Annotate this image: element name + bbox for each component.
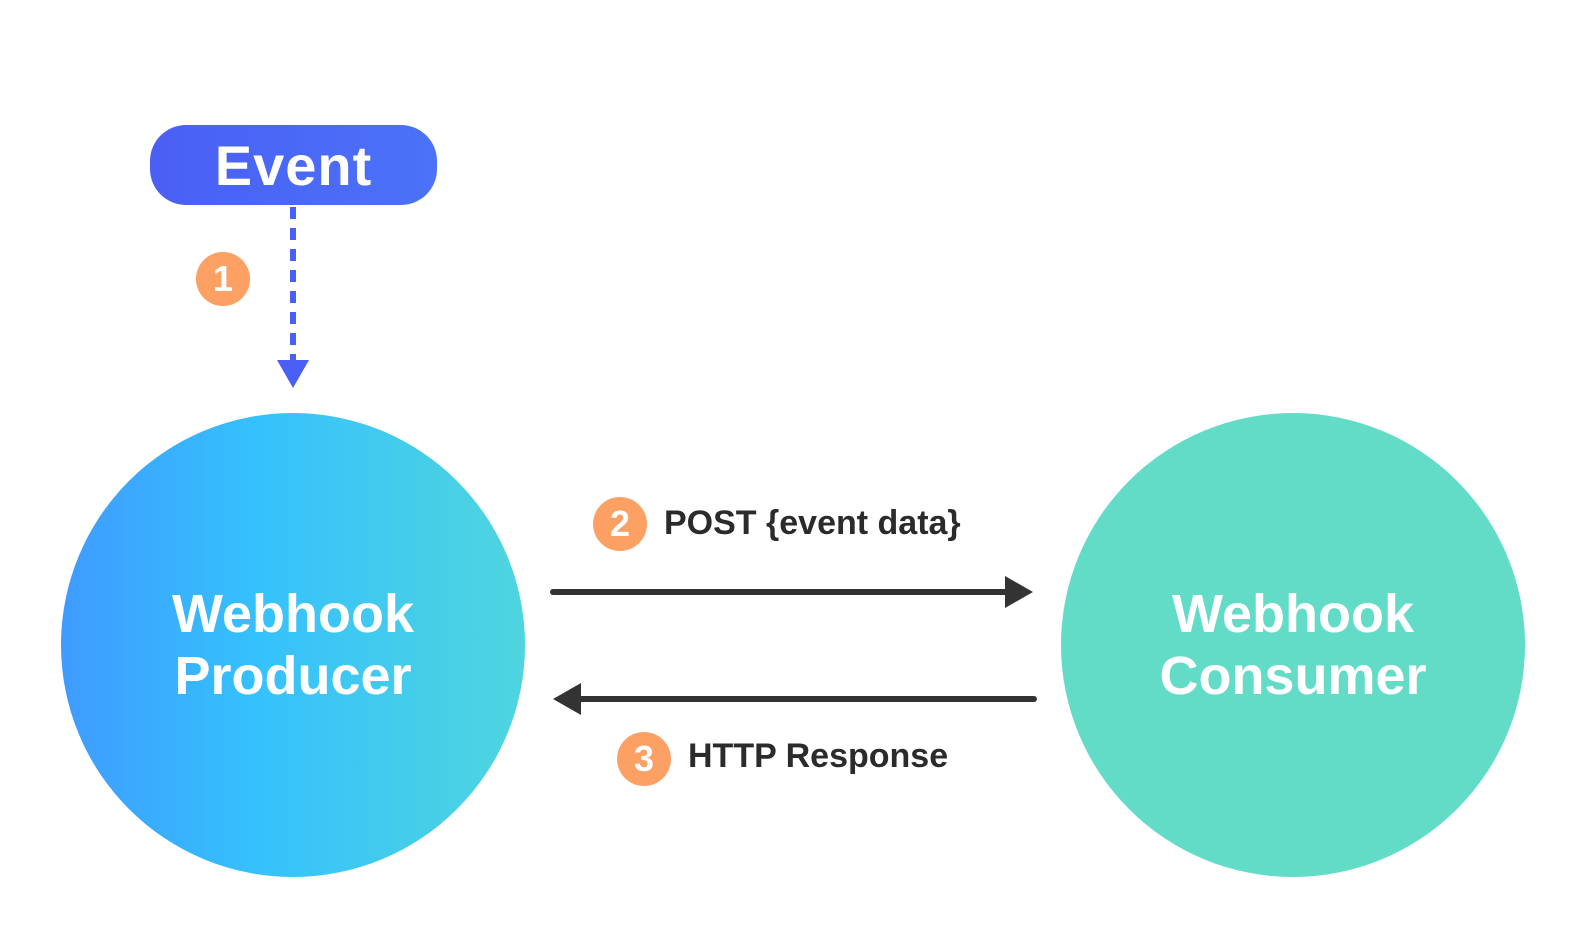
step-2-label: POST {event data} [664,504,961,542]
dashed-arrow-down-icon [277,207,309,388]
arrow-left-icon [553,683,1037,715]
step-3-label: HTTP Response [688,737,949,775]
producer-label-line1: Webhook [172,584,414,644]
event-node: Event [150,125,437,205]
webhook-producer-node: Webhook Producer [61,413,525,877]
consumer-label-line2: Consumer [1159,646,1427,706]
arrow-right-icon [550,576,1033,608]
step-1-badge: 1 [196,252,250,306]
producer-label-line2: Producer [174,646,412,706]
event-label: Event [214,133,373,197]
step-2-number: 2 [609,503,631,544]
step-2-badge: 2 [593,497,647,551]
step-3-number: 3 [633,738,655,779]
consumer-label-line1: Webhook [1172,584,1414,644]
step-3-badge: 3 [617,732,671,786]
webhook-consumer-node: Webhook Consumer [1061,413,1525,877]
step-1-number: 1 [212,258,234,299]
